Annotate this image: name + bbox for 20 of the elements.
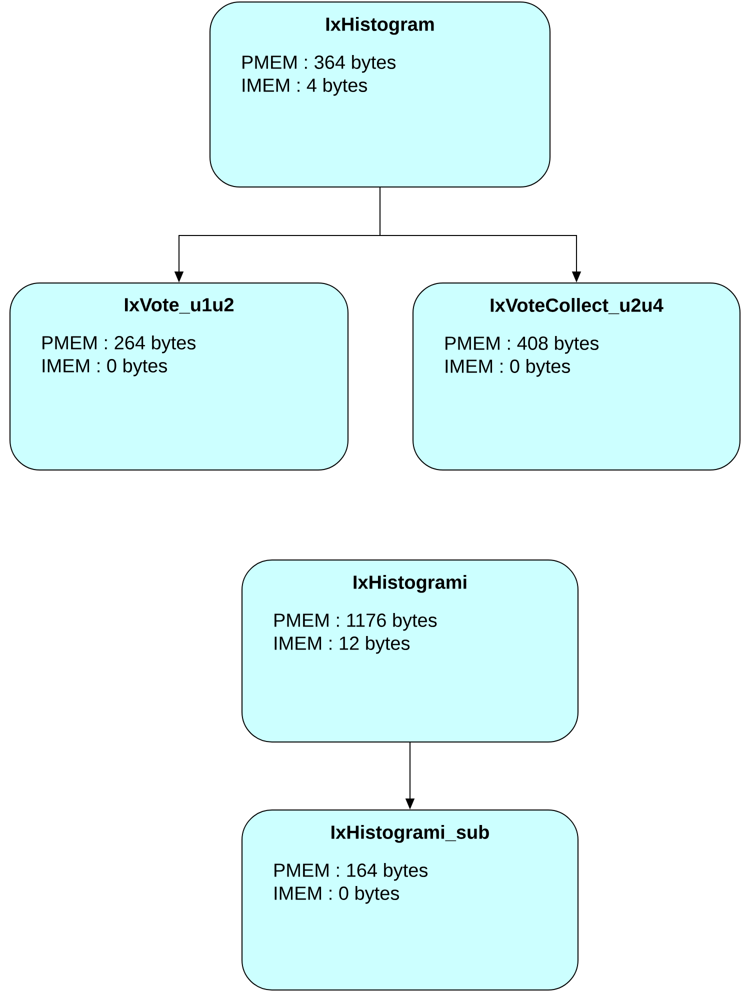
process-box — [412, 282, 740, 470]
node-text: PMEM : 364 bytes — [242, 55, 396, 73]
node-text: IMEM : 0 bytes — [274, 886, 399, 904]
node-text: IMEM : 4 bytes — [242, 78, 367, 96]
node-text: PMEM : 1176 bytes — [274, 613, 437, 631]
node-text: PMEM : 408 bytes — [446, 336, 599, 354]
process-box — [10, 282, 348, 470]
node-title: IxVoteCollect_u2u4 — [490, 298, 664, 314]
node-text: IMEM : 0 bytes — [446, 359, 570, 377]
process-box — [242, 810, 578, 990]
process-box — [242, 560, 578, 742]
process-box — [210, 2, 550, 188]
node-title: IxHistogrami — [354, 575, 466, 593]
node-text: IMEM : 0 bytes — [42, 358, 167, 376]
node-title: IxVote_u1u2 — [125, 298, 234, 314]
node-title: IxHistogram — [326, 17, 434, 35]
node-text: PMEM : 164 bytes — [274, 863, 428, 881]
node-text: PMEM : 264 bytes — [42, 336, 196, 354]
node-title: IxHistogrami_sub — [332, 825, 489, 843]
node-text: IMEM : 12 bytes — [274, 636, 410, 654]
